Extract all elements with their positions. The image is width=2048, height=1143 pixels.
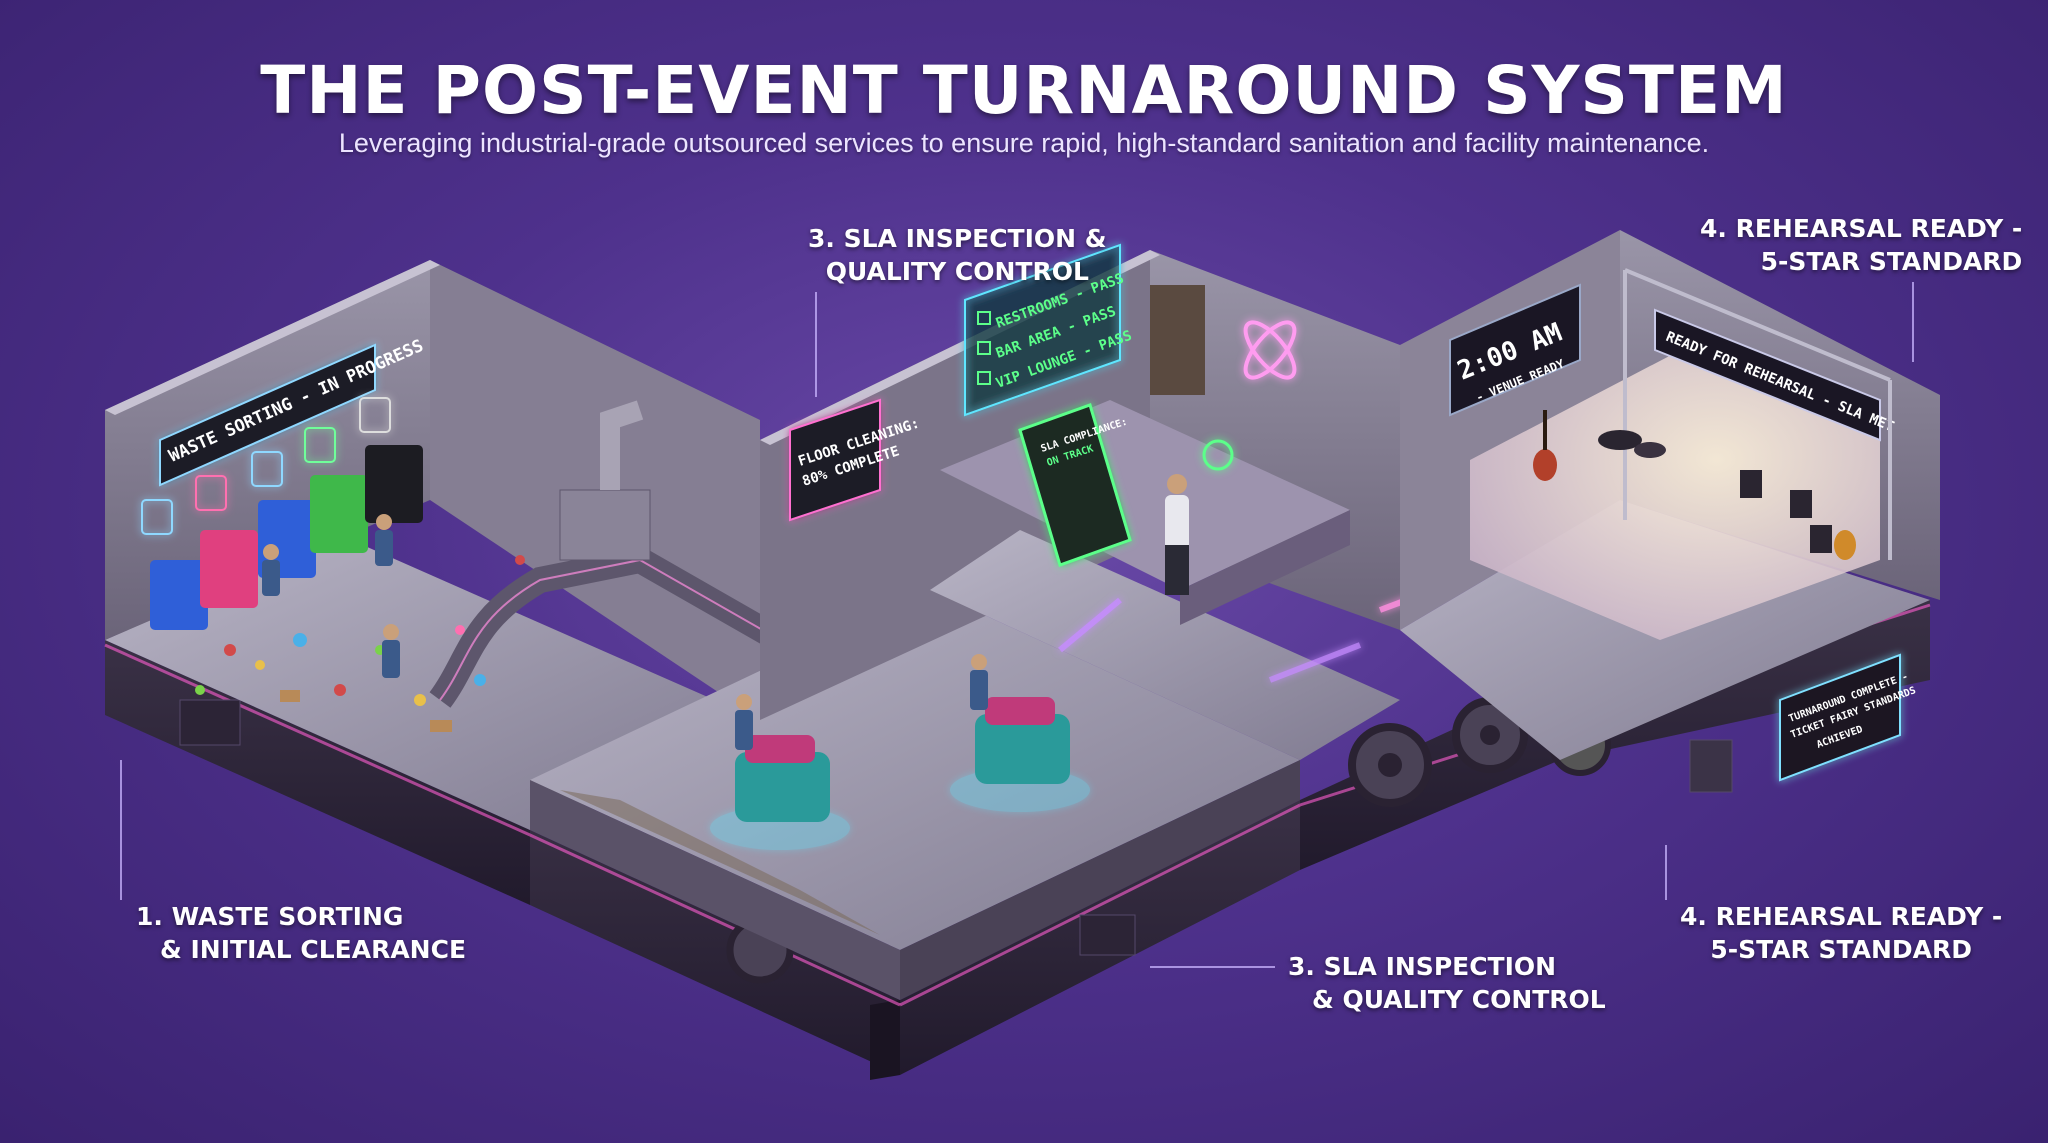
callout-leader-line [120, 760, 122, 900]
page-title: THE POST-EVENT TURNAROUND SYSTEM [260, 52, 1788, 129]
checkbox-icon [977, 341, 991, 355]
stage-chairs [1740, 470, 1832, 553]
electrical-panel [1689, 739, 1733, 793]
holographic-checklist: RESTROOMS - PASS BAR AREA - PASS VIP LOU… [964, 243, 1134, 417]
bottle-shelf [1150, 285, 1205, 395]
callout-leader-line [1912, 282, 1914, 362]
inspector-figure [1165, 439, 1234, 595]
stage-truss [1623, 268, 1892, 560]
drum-kit [1598, 430, 1666, 458]
callout-sla-inspection-top: 3. SLA INSPECTION & QUALITY CONTROL [808, 222, 1107, 288]
rehearsal-stage-room: 2:00 AM - VENUE READY READY FOR REHEARSA… [1400, 230, 1940, 782]
floor-scrubber [710, 694, 850, 850]
callout-line: QUALITY CONTROL [825, 257, 1089, 286]
page-subtitle: Leveraging industrial-grade outsourced s… [338, 128, 1710, 158]
callout-rehearsal-ready-top: 4. REHEARSAL READY - 5-STAR STANDARD [1700, 212, 2022, 278]
waste-sorting-room: WASTE SORTING - IN PROGRESS [105, 260, 787, 830]
bar-lounge-room: FLOOR CLEANING: 80% COMPLETE RESTROOMS -… [760, 243, 1552, 760]
callout-line: 4. REHEARSAL READY - [1700, 214, 2023, 243]
callout-line: & INITIAL CLEARANCE [160, 935, 467, 964]
floor-cleaning-zone [530, 590, 1300, 1000]
checkmark-icon [1202, 439, 1234, 471]
callout-line: 5-STAR STANDARD [1710, 935, 1972, 964]
callout-rehearsal-ready-bottom: 4. REHEARSAL READY - 5-STAR STANDARD [1680, 900, 2002, 966]
conveyor-belt [429, 400, 787, 708]
callout-line: 4. REHEARSAL READY - [1680, 902, 2003, 931]
callout-line: 3. SLA INSPECTION [1288, 952, 1557, 981]
checkbox-icon [977, 311, 991, 325]
callout-line: 1. WASTE SORTING [136, 902, 404, 931]
guitar-icon [1533, 410, 1856, 560]
callout-line: & QUALITY CONTROL [1312, 985, 1606, 1014]
checkbox-icon [977, 371, 991, 385]
floor-scrubber [950, 654, 1090, 812]
callout-line: 5-STAR STANDARD [1760, 247, 2023, 276]
callout-line: 3. SLA INSPECTION & [808, 224, 1107, 253]
callout-waste-sorting-bottom: 1. WASTE SORTING & INITIAL CLEARANCE [136, 900, 466, 966]
recycle-icon [141, 397, 391, 535]
worker-figure [262, 514, 400, 678]
neon-logo-icon [1243, 320, 1297, 380]
callout-leader-line [815, 292, 817, 397]
electrical-panel [1079, 914, 1136, 956]
electrical-panel [179, 699, 241, 746]
callout-sla-inspection-bottom: 3. SLA INSPECTION & QUALITY CONTROL [1288, 950, 1606, 1016]
callout-leader-line [1150, 966, 1275, 968]
compliance-tablet: SLA COMPLIANCE: ON TRACK [1018, 403, 1132, 567]
callout-leader-line [1665, 845, 1667, 900]
